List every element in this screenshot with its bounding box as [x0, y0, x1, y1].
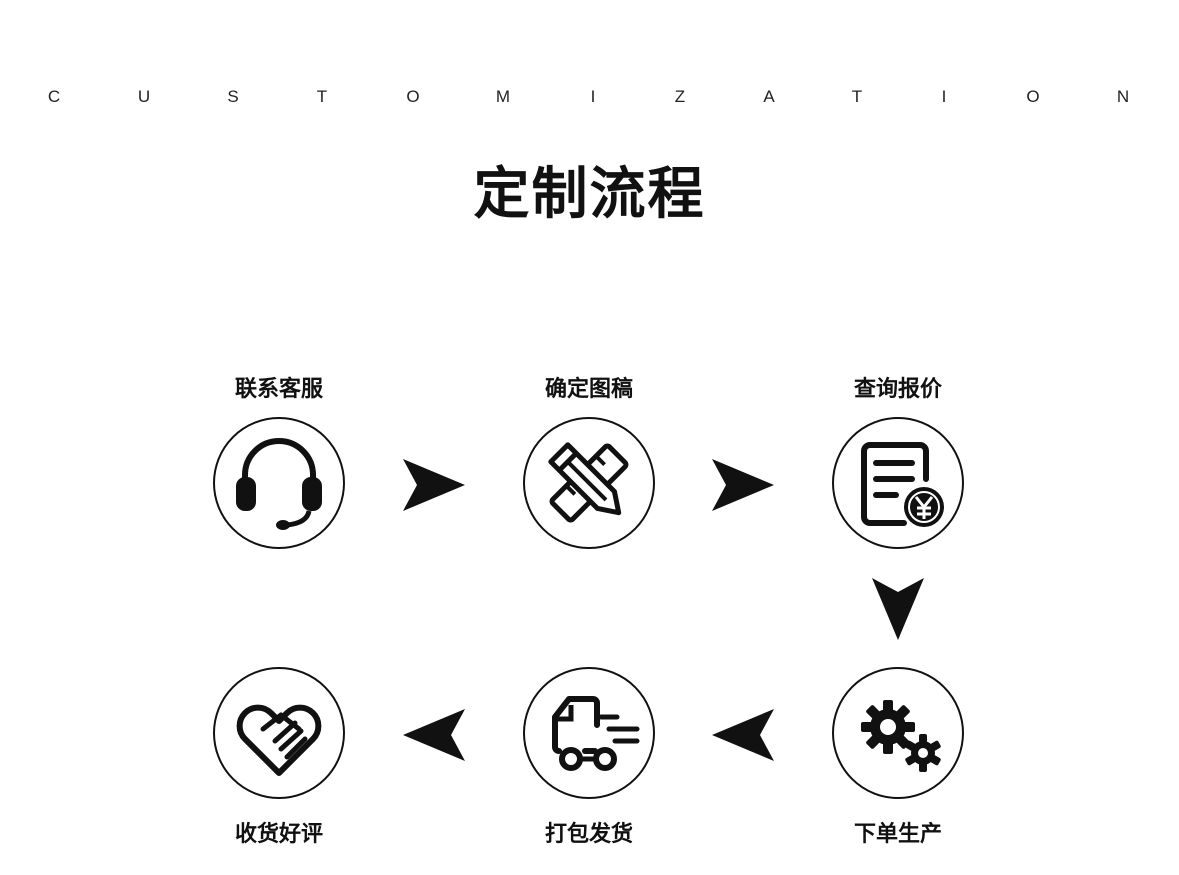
handshake-heart-icon — [236, 704, 322, 776]
banner-letter: I — [941, 87, 947, 106]
step-label: 打包发货 — [544, 822, 633, 847]
step-label: 查询报价 — [853, 377, 942, 402]
step-order-production: 下单生产 — [798, 667, 998, 857]
step-icon-circle — [523, 667, 655, 799]
banner-letter: A — [763, 87, 775, 106]
pencil-ruler-icon — [548, 442, 629, 523]
step-check-quote: 查询报价 — [798, 372, 998, 562]
banner-letter: C — [47, 87, 61, 106]
gears-icon — [861, 700, 941, 772]
banner-letter: O — [406, 87, 420, 106]
step-confirm-design: 确定图稿 — [489, 372, 689, 562]
banner-letter: Z — [674, 87, 686, 106]
banner-letter: O — [1026, 87, 1040, 106]
headset-icon — [236, 438, 322, 530]
quote-document-yen-icon — [861, 442, 944, 527]
step-contact-service: 联系客服 — [179, 372, 379, 562]
banner-letter: S — [227, 87, 239, 106]
banner-letter: U — [137, 87, 151, 106]
banner-letter: N — [1116, 87, 1130, 106]
banner-letter: T — [316, 87, 328, 106]
banner-letter: M — [495, 87, 511, 106]
banner-letter: T — [851, 87, 863, 106]
arrow-right-icon — [712, 459, 774, 511]
banner-letter: I — [590, 87, 596, 106]
arrow-left-icon — [712, 709, 774, 761]
step-icon-circle — [832, 417, 964, 549]
page-title: 定制流程 — [473, 162, 706, 227]
step-label: 下单生产 — [853, 822, 942, 847]
step-label: 确定图稿 — [544, 377, 633, 402]
step-icon-circle — [213, 417, 345, 549]
step-icon-circle — [213, 667, 345, 799]
arrow-down-icon — [872, 578, 924, 640]
step-icon-circle — [832, 667, 964, 799]
step-label: 联系客服 — [234, 377, 323, 402]
banner-letters: C U S T O M I Z A T I O N — [0, 86, 1179, 108]
arrow-left-icon — [403, 709, 465, 761]
step-receive-review: 收货好评 — [179, 667, 379, 857]
step-pack-ship: 打包发货 — [489, 667, 689, 857]
delivery-truck-icon — [552, 696, 640, 771]
step-icon-circle — [523, 417, 655, 549]
arrow-right-icon — [403, 459, 465, 511]
step-label: 收货好评 — [234, 822, 323, 847]
